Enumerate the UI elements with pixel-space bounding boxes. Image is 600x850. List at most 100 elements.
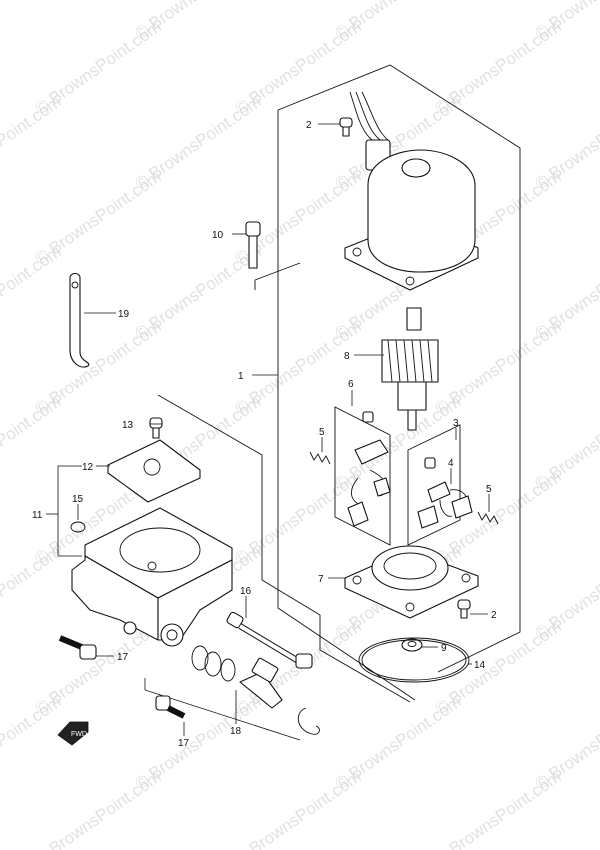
- fwd-arrow: FWD: [57, 721, 89, 746]
- callout-2-bottom: 2: [491, 610, 497, 621]
- callout-10: 10: [212, 230, 224, 241]
- flange-hole: [352, 575, 362, 585]
- bolt-end: [295, 653, 313, 669]
- o-ring-14: [358, 637, 470, 683]
- callout-14: 14: [474, 660, 486, 671]
- assembly-1-frame-left: [277, 110, 416, 701]
- circlip: [297, 707, 320, 735]
- brush-plate: [354, 439, 389, 465]
- callout-16: 16: [240, 586, 252, 597]
- spring-5-right: [477, 511, 499, 525]
- screw-shank: [342, 126, 350, 137]
- watermark-text: © BrownsPoint.com: [231, 767, 364, 850]
- commutator: [397, 381, 427, 411]
- spring-5-left: [309, 451, 331, 465]
- brush: [451, 495, 473, 519]
- callout-19: 19: [118, 309, 130, 320]
- valve-head: [251, 657, 279, 683]
- callout-5-right: 5: [486, 484, 492, 495]
- assembly-1-frame: [277, 64, 521, 673]
- bolt-shank: [166, 705, 186, 719]
- bolt-10: [245, 221, 261, 269]
- callout-12: 12: [82, 462, 94, 473]
- end-housing-7: [344, 545, 479, 619]
- watermark-text: © BrownsPoint.com: [0, 0, 65, 43]
- brush-plate: [427, 481, 451, 503]
- callout-11: 11: [32, 510, 43, 521]
- callout-8: 8: [344, 351, 350, 362]
- armature-shaft-bottom: [407, 409, 417, 431]
- callouts: 1 2 2 3 4 5 5 6 7 8 9 10 11 12 13 14 15 …: [32, 120, 497, 749]
- brush-holder-3: [417, 457, 473, 529]
- o-ring: [204, 651, 222, 677]
- armature-shaft-top: [406, 307, 422, 331]
- motor-end-cap: [401, 158, 431, 178]
- washer: [191, 645, 209, 671]
- screw-head: [339, 117, 353, 128]
- callout-15: 15: [72, 494, 84, 505]
- bolt-shank-fill: [238, 624, 302, 664]
- callout-6: 6: [348, 379, 354, 390]
- screw-2-top: [339, 117, 353, 137]
- cover-plate-port: [143, 458, 161, 476]
- watermark-text: © BrownsPoint.com: [0, 392, 65, 493]
- screw-head: [457, 599, 471, 610]
- flange-hole: [461, 573, 471, 583]
- brush: [347, 501, 369, 527]
- pump-port-small: [123, 621, 137, 635]
- screw-2-bottom: [457, 599, 471, 619]
- valve-stem: [239, 671, 283, 709]
- callout-3: 3: [453, 418, 459, 429]
- seal-outer: [401, 638, 423, 652]
- watermark-text: © BrownsPoint.com: [31, 767, 164, 850]
- group-18-bracket: [144, 678, 301, 741]
- callout-5-left: 5: [319, 427, 325, 438]
- cover-plate: [107, 439, 201, 503]
- screw-head: [149, 417, 163, 429]
- watermark-text: © BrownsPoint.com: [0, 542, 65, 643]
- pump-side-right: [157, 559, 233, 641]
- bolt-shank: [248, 235, 258, 269]
- motor-body: [367, 149, 476, 273]
- bolt-17-upper: [58, 635, 97, 660]
- callout-18: 18: [230, 726, 242, 737]
- fwd-label: FWD: [71, 731, 87, 738]
- group-frames: [46, 64, 521, 741]
- callout-7: 7: [318, 574, 324, 585]
- callout-13: 13: [122, 420, 134, 431]
- bolt-head: [155, 695, 171, 711]
- callout-2-top: 2: [306, 120, 312, 131]
- spring-coil: [309, 451, 331, 465]
- pump-body: [71, 507, 233, 647]
- brush-holder-6: [347, 411, 391, 527]
- end-housing-inner: [383, 552, 437, 580]
- callout-9: 9: [441, 643, 447, 654]
- screw-13: [149, 417, 163, 439]
- watermark-text: © BrownsPoint.com: [0, 242, 65, 343]
- o-ring-small: [70, 521, 86, 533]
- brush: [417, 505, 439, 529]
- group-11-bracket: [57, 465, 82, 557]
- pump-hole: [147, 561, 157, 571]
- callout-17-upper: 17: [117, 652, 129, 663]
- bolt-head: [226, 611, 244, 629]
- brush-holder-6-frame: [334, 406, 391, 546]
- pump-port: [160, 623, 184, 647]
- bolt-16: [226, 611, 313, 669]
- o-ring-inner: [361, 639, 467, 681]
- callout-4: 4: [448, 458, 454, 469]
- brush: [373, 477, 391, 497]
- brush-screw: [362, 411, 374, 423]
- bolt-head: [79, 644, 97, 660]
- watermark-text: © BrownsPoint.com: [0, 692, 65, 793]
- o-ring-outer: [358, 637, 470, 683]
- flange-hole: [405, 602, 415, 612]
- bolt-head: [245, 221, 261, 237]
- clip-hole: [71, 281, 79, 289]
- clip-body: [69, 272, 90, 368]
- seal-9: [401, 638, 423, 652]
- o-ring-15: [70, 521, 86, 533]
- cover-plate-12: [107, 439, 201, 503]
